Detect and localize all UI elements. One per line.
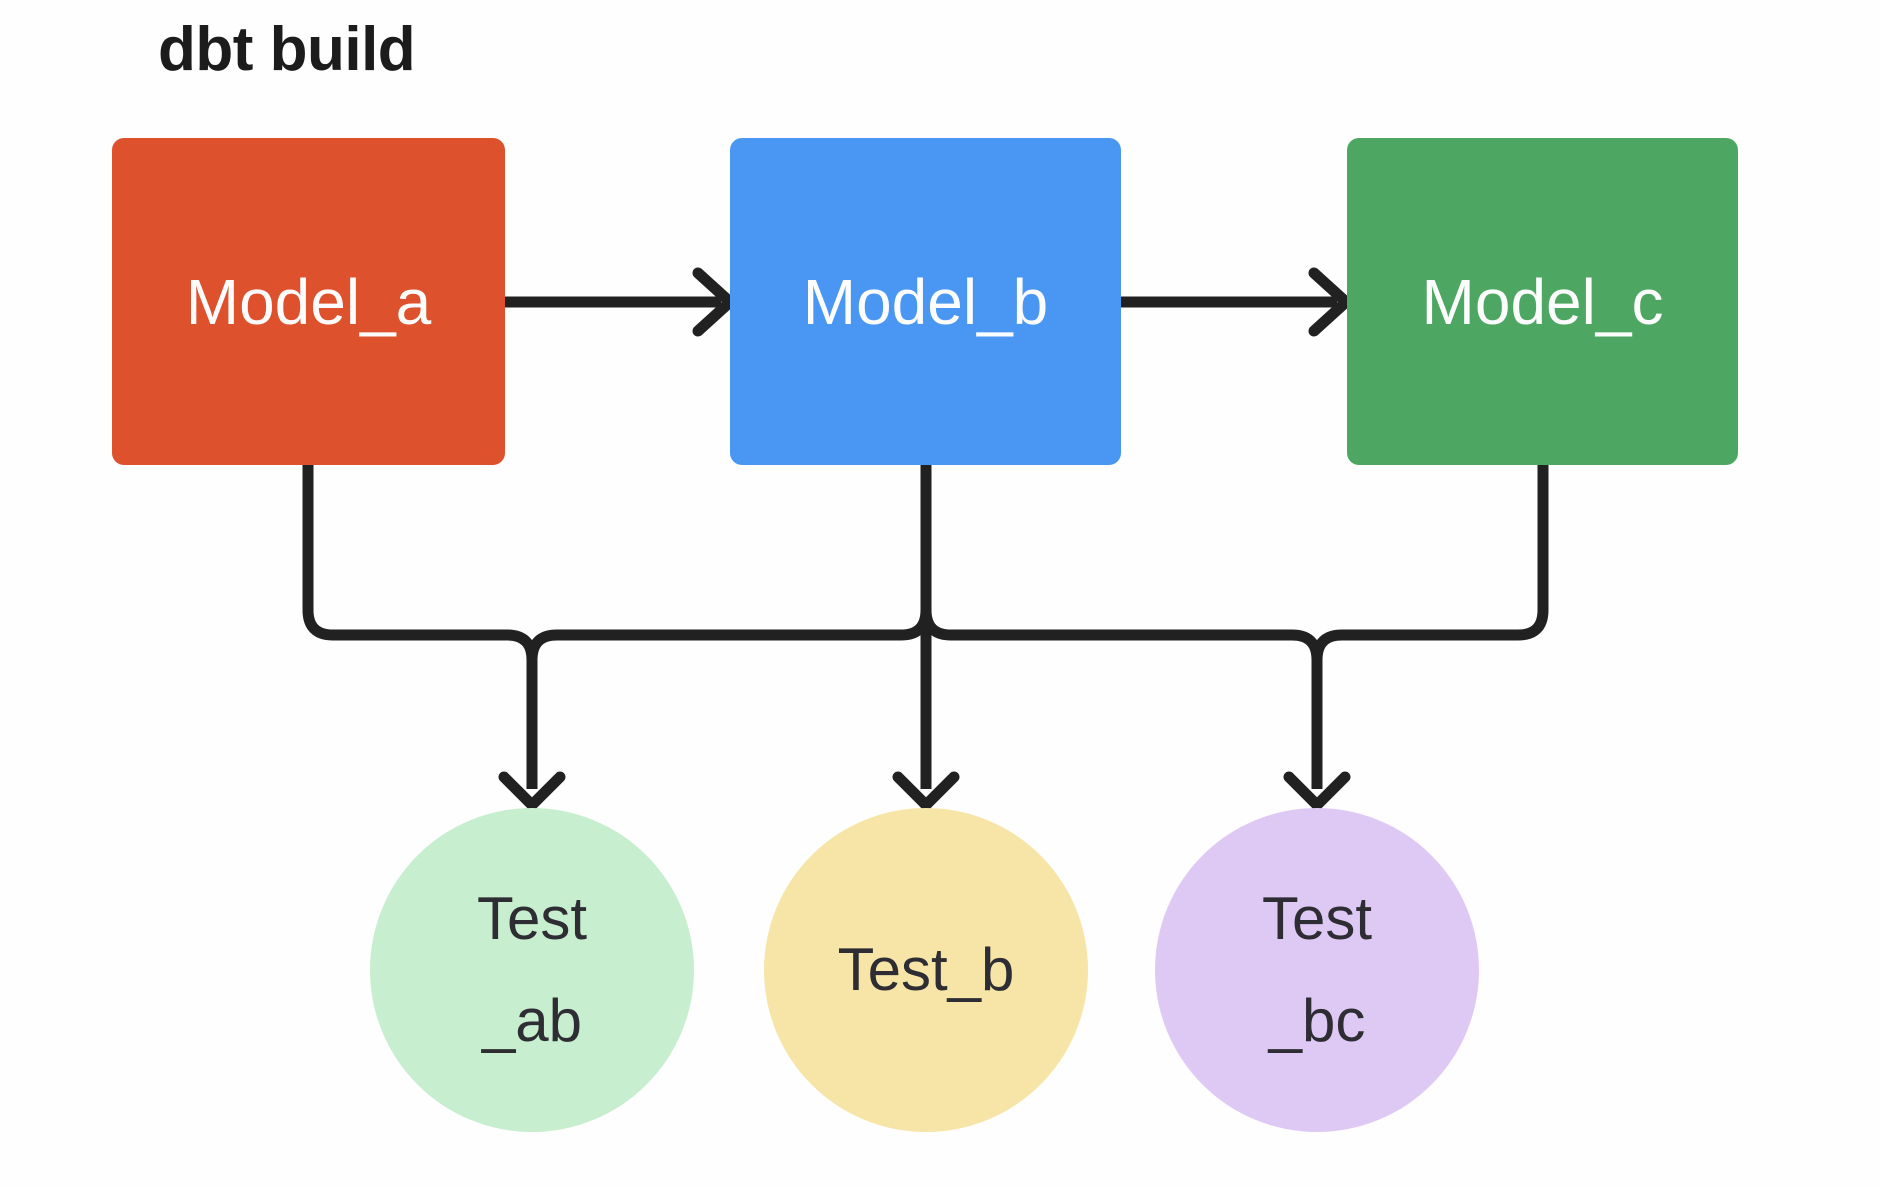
diagram-title: dbt build [158, 15, 416, 84]
node-model-c-label: Model_c [1421, 265, 1664, 338]
arrowhead-down-icon [1283, 771, 1351, 811]
node-test-ab: Test _ab [370, 808, 694, 1132]
node-test-ab-label-line1: Test [476, 885, 588, 952]
edge-model-b-test-ab [526, 465, 932, 789]
node-test-ab-label-line2: _ab [481, 987, 583, 1054]
arrowhead-down-icon [892, 771, 960, 811]
node-model-a-label: Model_a [185, 265, 432, 338]
node-model-c: Model_c [1347, 138, 1738, 465]
node-model-b: Model_b [730, 138, 1121, 465]
edge-arrowheads [498, 267, 1352, 811]
edge-model-c-test-bc [1311, 465, 1549, 789]
node-test-b-label-line1: Test_b [837, 936, 1015, 1003]
node-test-bc-label-line1: Test [1261, 885, 1373, 952]
arrowhead-right-icon [1308, 267, 1352, 337]
node-model-b-label: Model_b [802, 265, 1049, 338]
edge-model-a-test-ab [302, 465, 538, 789]
node-test-b: Test_b [764, 808, 1088, 1132]
arrowhead-down-icon [498, 771, 566, 811]
edge-model-b-test-bc [920, 465, 1323, 789]
node-test-bc-label-line2: _bc [1268, 987, 1366, 1054]
node-test-bc: Test _bc [1155, 808, 1479, 1132]
edge-lines [302, 296, 1549, 789]
node-model-a: Model_a [112, 138, 505, 465]
